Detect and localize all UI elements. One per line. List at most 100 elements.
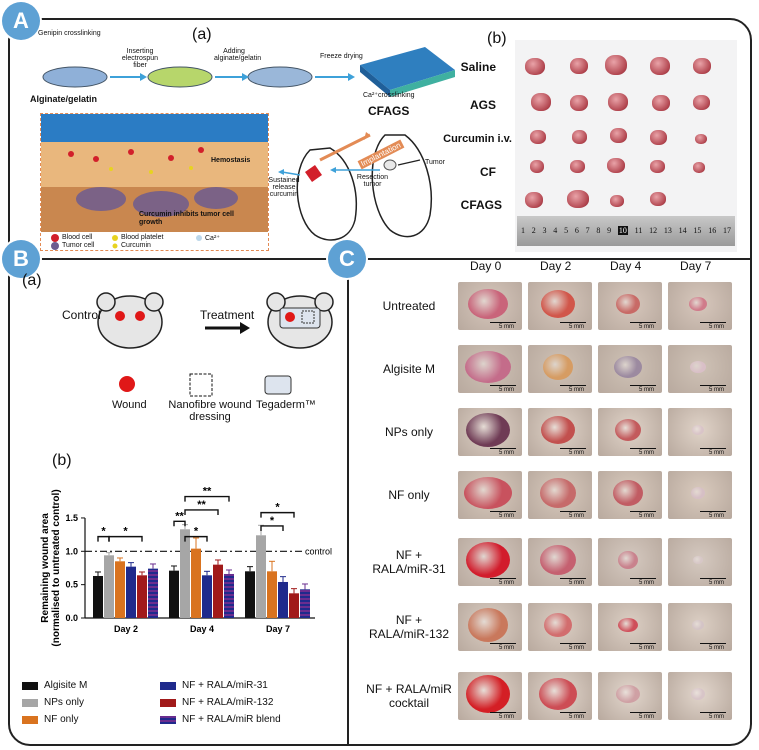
- wound-area: [540, 545, 576, 575]
- fabrication-process: [42, 47, 455, 97]
- wound-area: [466, 542, 510, 578]
- tissue-illustration: [41, 114, 268, 250]
- divider-vertical: [347, 259, 349, 745]
- row-ags: AGS: [469, 98, 496, 112]
- wound-area: [691, 487, 705, 499]
- wound-photo: 5 mm: [458, 471, 522, 519]
- wound-area: [693, 556, 703, 564]
- scale-bar: [630, 511, 656, 512]
- bar-nf-only: [115, 561, 125, 618]
- wound-photo: 5 mm: [528, 471, 592, 519]
- mouse-surgery-illustration: [278, 132, 432, 241]
- ruler-number: 7: [585, 226, 590, 235]
- row-label: NF + RALA/miR-31: [372, 548, 446, 576]
- bar-nf-rala-mir-31: [278, 581, 288, 618]
- panel-a-a-label: (a): [192, 26, 212, 43]
- bar-nf-rala-mir-31: [126, 566, 136, 618]
- row-saline: Saline: [460, 60, 496, 74]
- day-header: Day 0: [470, 259, 502, 273]
- bar-nf-only: [191, 548, 201, 618]
- wound-area: [690, 361, 706, 373]
- step-freeze: Freeze drying: [320, 53, 363, 60]
- ruler-number: 9: [607, 226, 612, 235]
- bar-nf-rala-mir-132: [137, 575, 147, 618]
- wound-area: [464, 477, 512, 509]
- wound-area: [615, 419, 641, 441]
- scale-bar: [490, 322, 516, 323]
- scale-label: 5 mm: [709, 645, 724, 651]
- legend-label: Algisite M: [44, 680, 88, 691]
- row-cfags: CFAGS: [460, 198, 502, 212]
- mechanism-inset: Hemostasis Curcumin inhibits tumor cell …: [40, 113, 269, 251]
- row-curcumin: Curcumin i.v.: [443, 133, 512, 145]
- bar-nf-rala-mir-blend: [148, 568, 158, 618]
- wound-photo: 5 mm: [458, 408, 522, 456]
- wound-area: [616, 294, 640, 314]
- scale-bar: [560, 385, 586, 386]
- product-label: CFAGS: [368, 104, 410, 118]
- scale-bar: [490, 385, 516, 386]
- ruler-number: 3: [542, 226, 547, 235]
- wound-photo: 5 mm: [668, 538, 732, 586]
- scale-label: 5 mm: [499, 387, 514, 393]
- scale-label: 5 mm: [709, 714, 724, 720]
- legend-label: NPs only: [44, 697, 85, 708]
- scale-bar: [700, 322, 726, 323]
- scale-bar: [630, 448, 656, 449]
- wound-area: [614, 356, 642, 378]
- scale-bar: [630, 385, 656, 386]
- row-label: Untreated: [382, 299, 436, 313]
- scale-label: 5 mm: [569, 387, 584, 393]
- ruler-number: 12: [649, 226, 658, 235]
- wound-area: [544, 613, 572, 637]
- scale-label: 5 mm: [709, 513, 724, 519]
- ruler-number: 13: [663, 226, 672, 235]
- legend-swatch: [22, 698, 38, 707]
- ruler-number: 17: [722, 226, 731, 235]
- bar-algisite-m: [169, 570, 179, 618]
- x-tick-label: Day 2: [114, 624, 138, 634]
- significance-label: *: [123, 526, 128, 538]
- scale-label: 5 mm: [569, 513, 584, 519]
- badge-b: B: [2, 240, 40, 278]
- wound-photo: 5 mm: [598, 603, 662, 651]
- wound-area: [539, 678, 577, 710]
- significance-bracket: [173, 520, 186, 527]
- scale-label: 5 mm: [709, 580, 724, 586]
- legend-swatch: [22, 681, 38, 690]
- resection-label: Resection tumor: [356, 174, 389, 188]
- significance-bracket: [184, 535, 208, 542]
- scale-label: 5 mm: [569, 324, 584, 330]
- wound-area: [689, 297, 707, 311]
- row-label: NF + RALA/miR-132: [368, 613, 450, 641]
- dish-label: Alginate/gelatin: [30, 94, 98, 104]
- legend-item: Algisite M: [22, 680, 87, 691]
- wound-photo: 5 mm: [458, 672, 522, 720]
- legend-swatch: [160, 681, 176, 690]
- legend-tumor-cell: Tumor cell: [62, 242, 95, 249]
- control-line-label: control: [305, 546, 332, 556]
- panel-b-b-label: (b): [52, 452, 72, 469]
- wound-photo: 5 mm: [528, 603, 592, 651]
- y-tick-label: 0.5: [65, 580, 78, 590]
- wound-area: [613, 480, 643, 506]
- wound-photo: 5 mm: [458, 282, 522, 330]
- legend-curcumin: Curcumin: [121, 242, 151, 249]
- treatment-text: Treatment: [200, 308, 255, 322]
- ruler-number: 14: [678, 226, 687, 235]
- significance-label: **: [197, 499, 206, 511]
- scale-label: 5 mm: [569, 450, 584, 456]
- wound-photo: 5 mm: [668, 408, 732, 456]
- row-label: Algisite M: [382, 362, 435, 376]
- bar-nf-rala-mir-132: [213, 564, 223, 618]
- scale-bar: [700, 511, 726, 512]
- scale-bar: [700, 578, 726, 579]
- wound-area: [541, 416, 575, 444]
- legend-label: NF + RALA/miR-31: [182, 680, 268, 691]
- wound-area: [468, 289, 508, 319]
- ruler-number: 15: [693, 226, 702, 235]
- significance-label: *: [275, 502, 280, 514]
- wound-photo: 5 mm: [668, 672, 732, 720]
- scale-label: 5 mm: [639, 324, 654, 330]
